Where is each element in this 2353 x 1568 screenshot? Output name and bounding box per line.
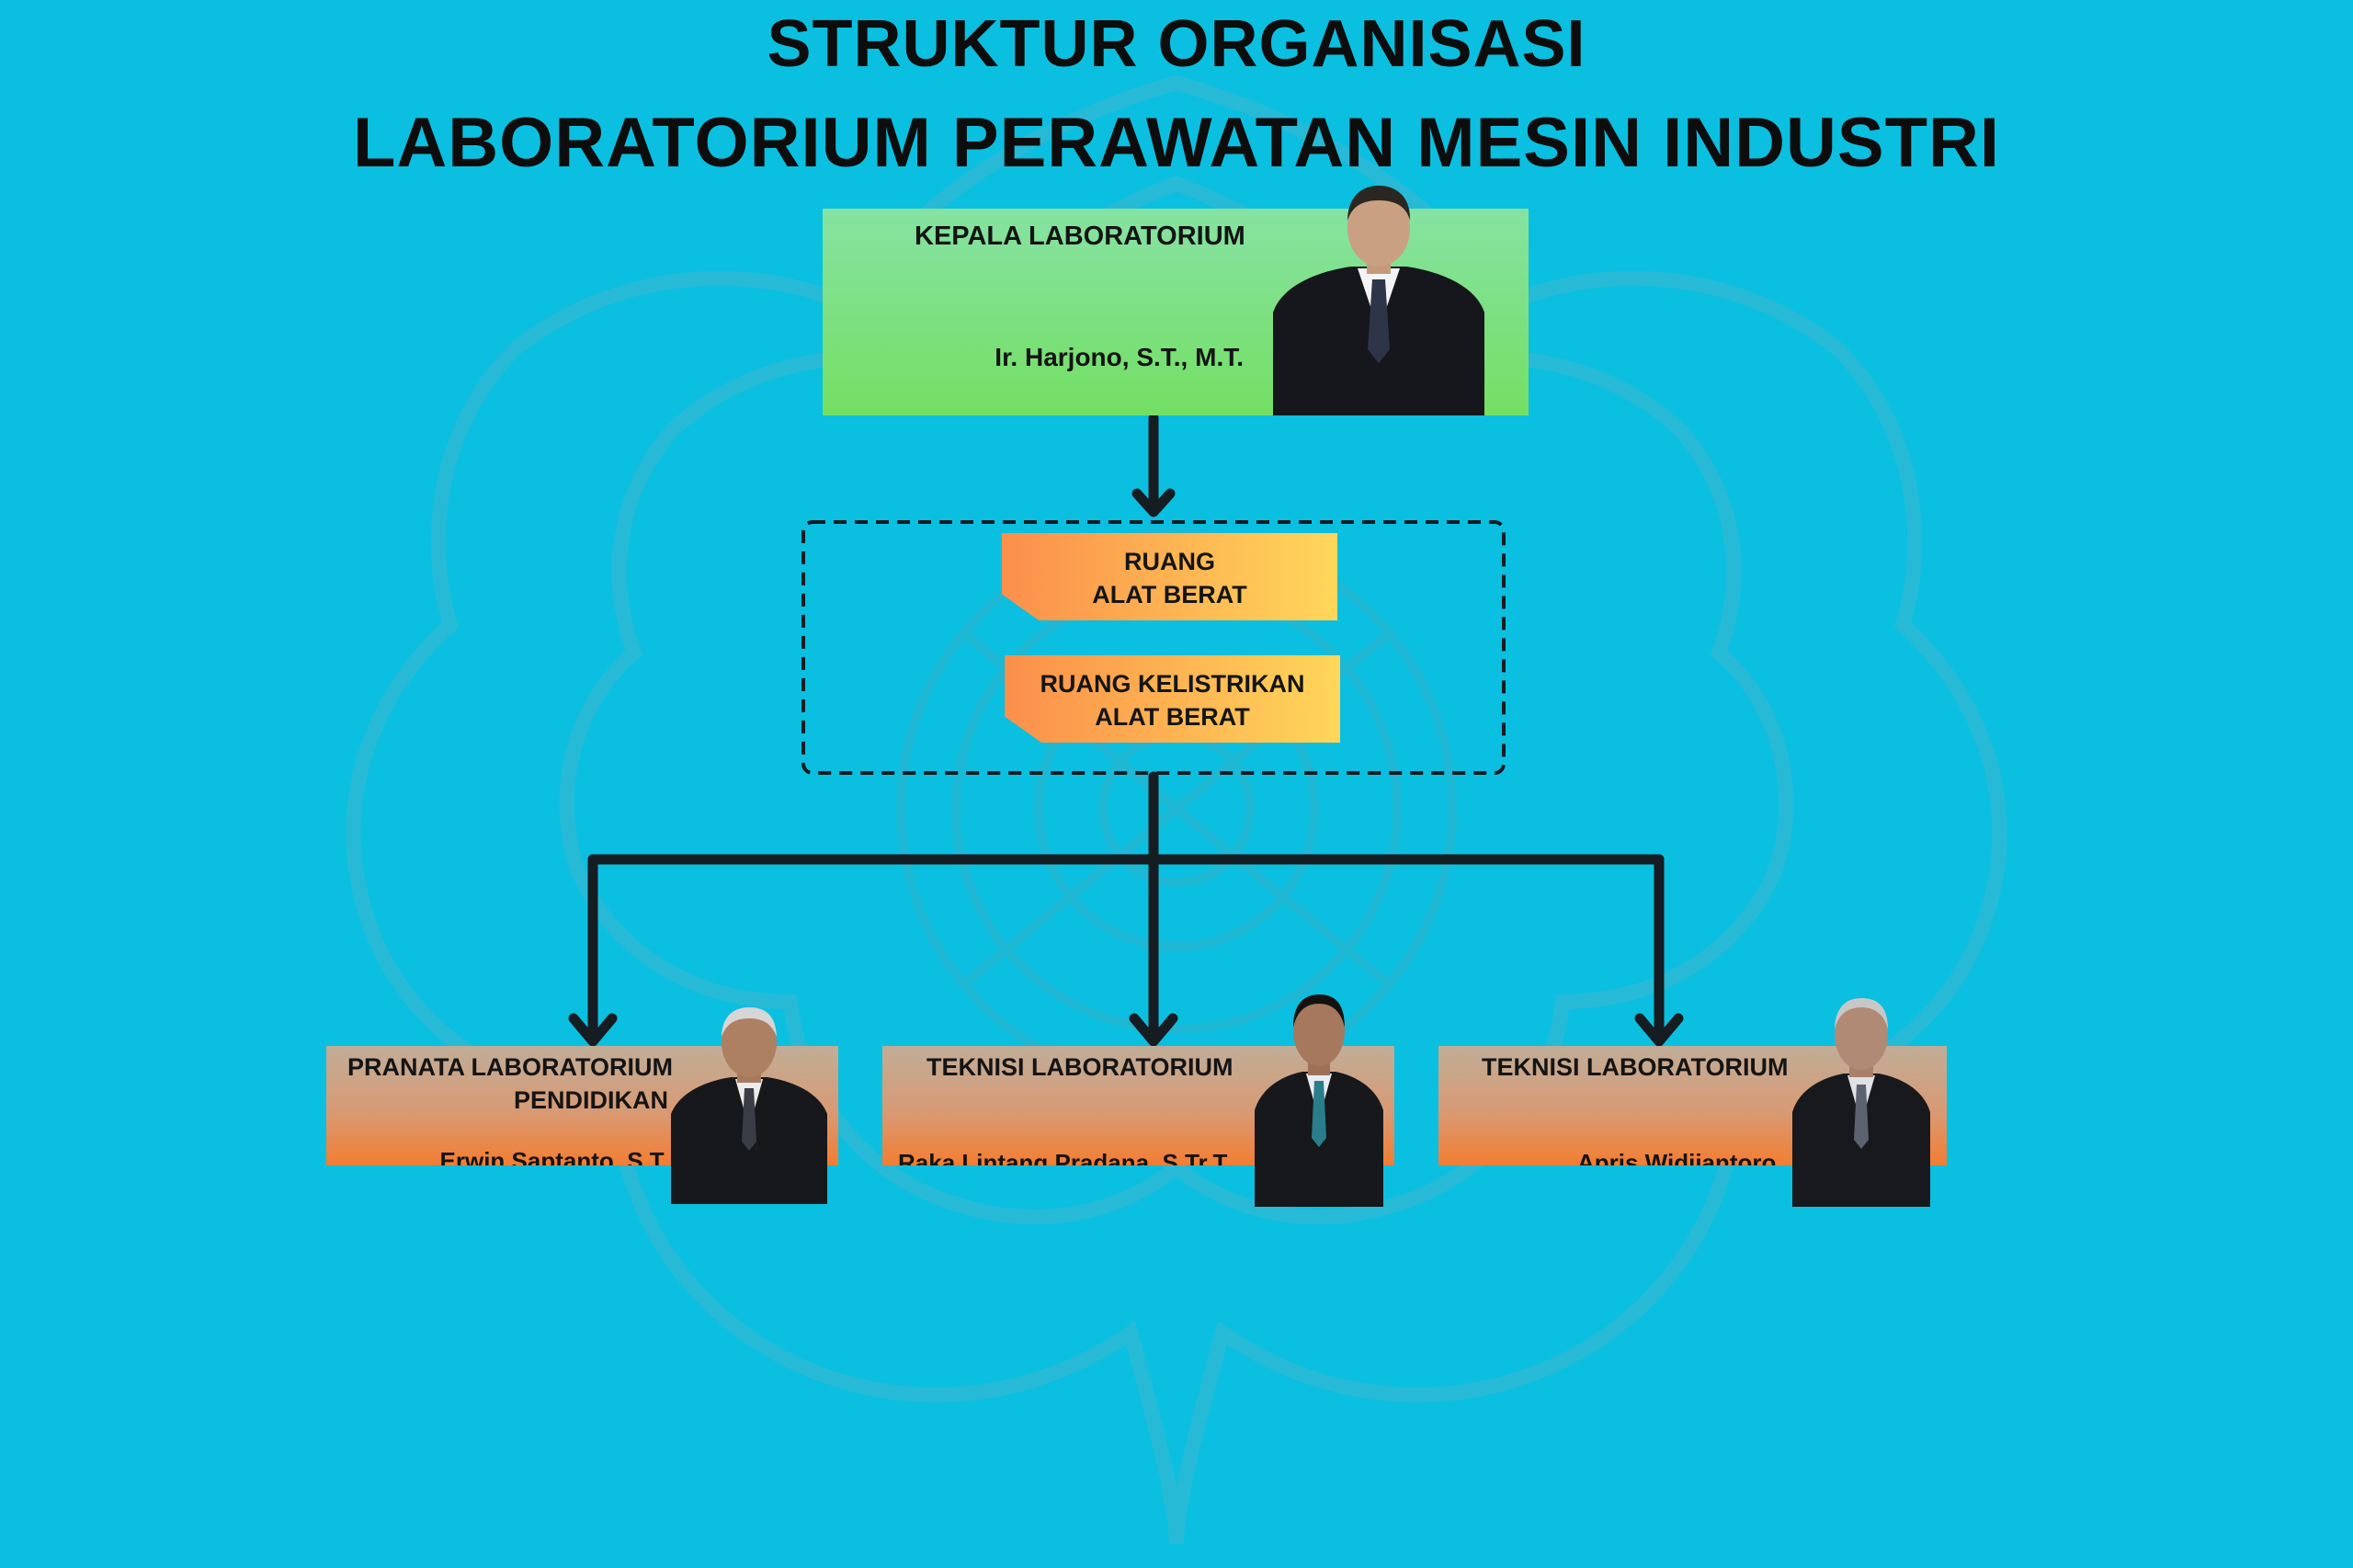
head-name-label: Ir. Harjono, S.T., M.T. (995, 343, 1244, 371)
staff-1-portrait-photo (671, 1007, 827, 1204)
chart-title: STRUKTUR ORGANISASI (767, 7, 1586, 81)
room-1-line-2: ALAT BERAT (1092, 581, 1247, 608)
staff-3-portrait-photo (1792, 998, 1930, 1207)
staff-3-role-line-1: TEKNISI LABORATORIUM (1482, 1053, 1789, 1081)
staff-1-role-line-2: PENDIDIKAN (513, 1086, 668, 1114)
staff-1-role-line-1: PRANATA LABORATORIUM (347, 1053, 673, 1081)
staff-3-name: Apris Widjiantoro (1577, 1149, 1777, 1165)
rooms-group-dashed-border (801, 520, 1506, 775)
room-2-line-2: ALAT BERAT (1095, 703, 1250, 731)
room-heavy-equipment-electrical: RUANG KELISTRIKAN ALAT BERAT (1005, 655, 1340, 743)
staff-2-portrait-photo (1255, 994, 1383, 1207)
room-heavy-equipment: RUANG ALAT BERAT (1002, 533, 1337, 620)
head-portrait-photo (1273, 186, 1484, 415)
staff-1-arrowhead (568, 1013, 618, 1047)
head-role-label: KEPALA LABORATORIUM (915, 222, 1245, 251)
staff-2-arrowhead (1129, 1013, 1178, 1047)
head-to-rooms-arrowhead (1131, 488, 1176, 517)
room-1-line-1: RUANG (1124, 548, 1215, 575)
staff-2-name: Raka Lintang Pradana, S.Tr.T. (898, 1149, 1232, 1165)
staff-1-name: Erwin Saptanto, S.T. (439, 1147, 668, 1165)
staff-3-arrowhead (1634, 1013, 1684, 1047)
room-2-line-1: RUANG KELISTRIKAN (1040, 670, 1305, 698)
staff-2-role-line-1: TEKNISI LABORATORIUM (926, 1053, 1233, 1081)
chart-subtitle: LABORATORIUM PERAWATAN MESIN INDUSTRI (352, 104, 2000, 182)
